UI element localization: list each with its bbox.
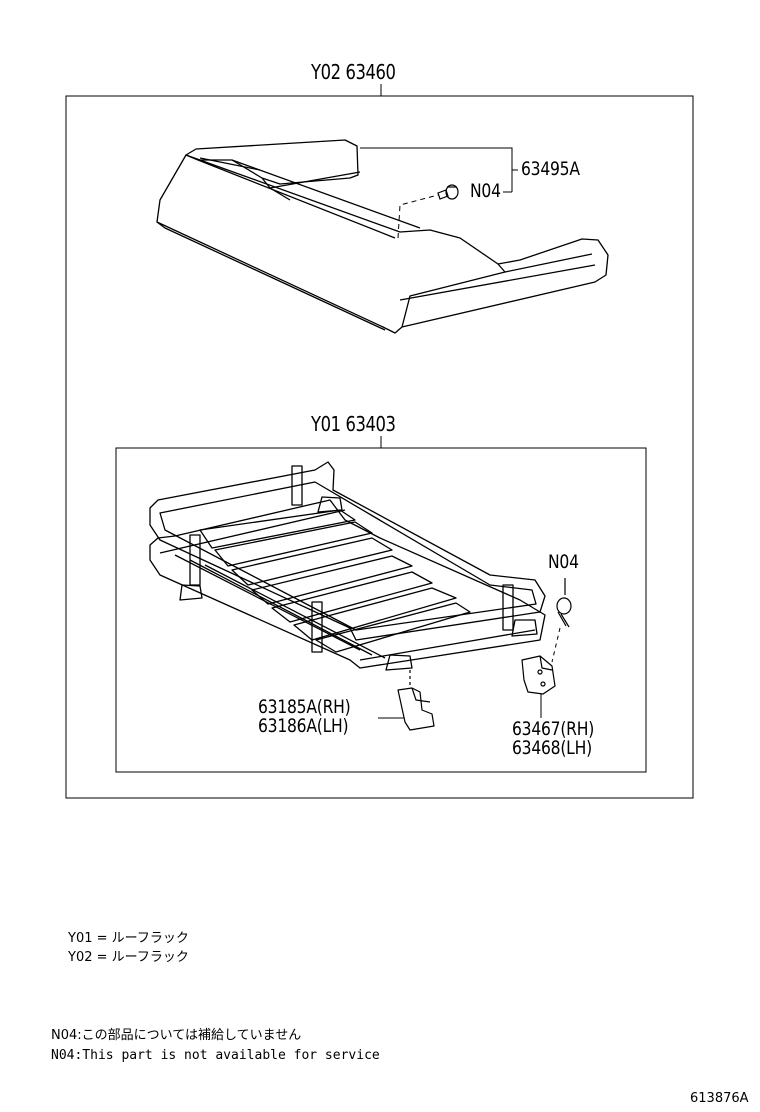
- roof-rack-drawing: [149, 461, 546, 671]
- rear-bracket-icon: [521, 655, 556, 695]
- bracket-front-lh-label: 63186A(LH): [258, 715, 349, 737]
- cover-screw-label: N04: [470, 180, 501, 202]
- inner-assembly-frame: [115, 436, 647, 773]
- rack-cover-drawing: [156, 139, 609, 334]
- bracket-rear-lh-label: 63468(LH): [512, 737, 592, 759]
- note-japanese: N04:この部品については補給していません: [51, 1028, 302, 1043]
- bracket-rear-rh-label: 63467(RH): [512, 718, 595, 740]
- rack-screw-icon: [556, 578, 572, 628]
- legend-y02: Y02 = ルーフラック: [68, 950, 189, 965]
- cover-part-number: 63495A: [521, 158, 580, 180]
- cover-screw-leader: [397, 194, 439, 239]
- outer-assembly-label: Y02 63460: [311, 60, 396, 84]
- outer-assembly-frame: [65, 84, 694, 799]
- legend-y01: Y01 = ルーフラック: [68, 931, 189, 946]
- note-english: N04:This part is not available for servi…: [51, 1048, 380, 1063]
- rack-screw-dashed-leader: [551, 627, 561, 663]
- front-bracket-icon: [397, 670, 435, 731]
- inner-assembly-label: Y01 63403: [311, 412, 396, 436]
- bracket-front-rh-label: 63185A(RH): [258, 696, 351, 718]
- figure-id: 613876A: [690, 1091, 749, 1106]
- rack-screw-label: N04: [548, 551, 579, 573]
- cover-screw-icon: [437, 184, 459, 200]
- cover-part-leader: [360, 147, 518, 193]
